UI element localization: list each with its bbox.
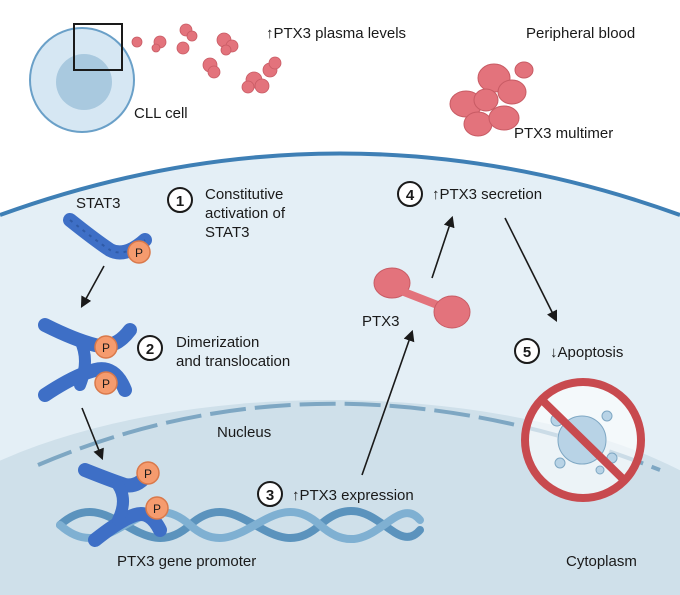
stat3-monomer: P [63,213,152,264]
cll-cell-label: CLL cell [134,105,188,122]
step-3-badge: 3 [257,481,283,507]
stat3-dimer-on-dna: P P [78,461,169,547]
step-3-number: 3 [266,487,274,504]
cll-cell-icon [29,23,135,133]
nucleus-label: Nucleus [217,424,271,441]
plasma-levels-label: ↑PTX3 plasma levels [266,25,406,42]
ptx3-multimer-icon [449,61,534,137]
zoom-box [73,23,123,71]
phospho-label: P [135,246,143,260]
step-2-badge: 2 [137,335,163,361]
arrow-secretion-to-apoptosis [504,217,558,323]
phospho-marker [136,461,160,485]
phospho-label: P [102,341,110,355]
stat3-dimer: P P [38,318,137,402]
step-3-line-1: ↑PTX3 expression [292,487,414,504]
step-1-line-3: STAT3 [205,224,249,241]
peripheral-blood-label: Peripheral blood [526,25,635,42]
phospho-marker [94,371,118,395]
stat3-label: STAT3 [76,195,120,212]
arrow-ptx3-to-secretion [431,215,455,279]
step-1-line-1: Constitutive [205,186,283,203]
cell-membrane [0,151,680,217]
step-4-badge: 4 [397,181,423,207]
plasma-ptx3-particles [131,23,282,94]
arrow-2-to-3 [81,407,104,461]
step-2-number: 2 [146,341,154,358]
step-1-number: 1 [176,193,184,210]
promoter-label: PTX3 gene promoter [117,553,256,570]
phospho-label: P [144,467,152,481]
no-apoptosis-icon [521,378,645,502]
phospho-marker [145,496,169,520]
arrow-1-to-2 [80,265,105,308]
step-1-badge: 1 [167,187,193,213]
phospho-label: P [153,502,161,516]
ptx3-label: PTX3 [362,313,400,330]
step-badges: 1 2 3 4 5 [137,181,540,507]
step-4-number: 4 [406,187,415,204]
no-sign-slash [538,396,628,484]
multimer-label: PTX3 multimer [514,125,613,142]
step-2-line-1: Dimerization [176,334,259,351]
text-labels: CLL cell ↑PTX3 plasma levels Peripheral … [76,25,637,570]
cytoplasm-label: Cytoplasm [566,553,637,570]
step-4-line-1: ↑PTX3 secretion [432,186,542,203]
phospho-marker [127,240,151,264]
step-1-line-2: activation of [205,205,286,222]
arrow-expression-to-ptx3 [361,329,415,476]
phospho-label: P [102,377,110,391]
step-5-line-1: ↓Apoptosis [550,344,623,361]
step-5-number: 5 [523,344,531,361]
phospho-marker [94,335,118,359]
ptx3-protein [373,267,471,329]
step-5-badge: 5 [514,338,540,364]
step-2-line-2: and translocation [176,353,290,370]
pathway-arrows [80,215,558,476]
